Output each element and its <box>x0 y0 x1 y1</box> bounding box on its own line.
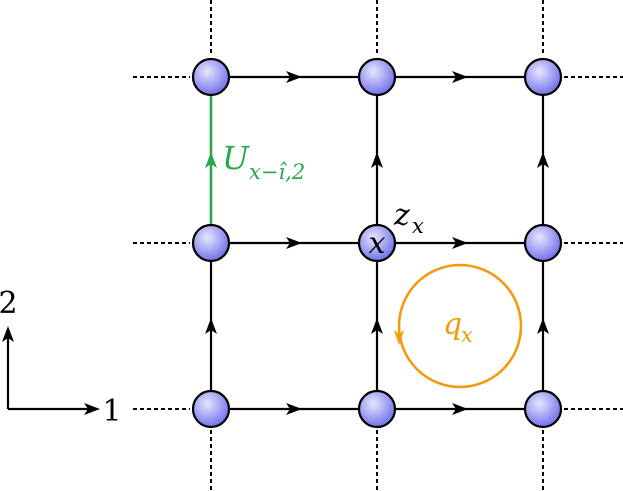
axis-2-label: 2 <box>0 286 18 321</box>
lattice-continuation-lines <box>133 0 623 491</box>
svg-text:q: q <box>443 307 462 342</box>
lattice-site <box>191 57 231 97</box>
plaquette-label: q x <box>443 307 473 347</box>
svg-text:x: x <box>461 323 473 347</box>
lattice-sites <box>191 57 563 429</box>
gauge-link-label: U x−î,2 <box>222 139 305 184</box>
site-label: x <box>369 226 386 261</box>
svg-text:x: x <box>412 214 424 238</box>
link-variable-label: z x <box>393 198 424 238</box>
svg-text:U: U <box>222 139 250 177</box>
lattice-site <box>191 389 231 429</box>
lattice-site <box>523 389 563 429</box>
svg-text:x−î,2: x−î,2 <box>249 160 305 184</box>
lattice-site <box>357 57 397 97</box>
lattice-site <box>523 223 563 263</box>
lattice-site <box>523 57 563 97</box>
gauge-link-arrowhead <box>205 152 217 168</box>
axis-1-label: 1 <box>102 394 121 429</box>
lattice-site-x <box>357 223 397 263</box>
plaquette-loop <box>394 263 523 389</box>
svg-text:z: z <box>393 198 410 233</box>
link-arrowheads <box>205 71 549 415</box>
lattice-site <box>357 389 397 429</box>
lattice-site <box>191 223 231 263</box>
coordinate-axes <box>2 326 100 415</box>
